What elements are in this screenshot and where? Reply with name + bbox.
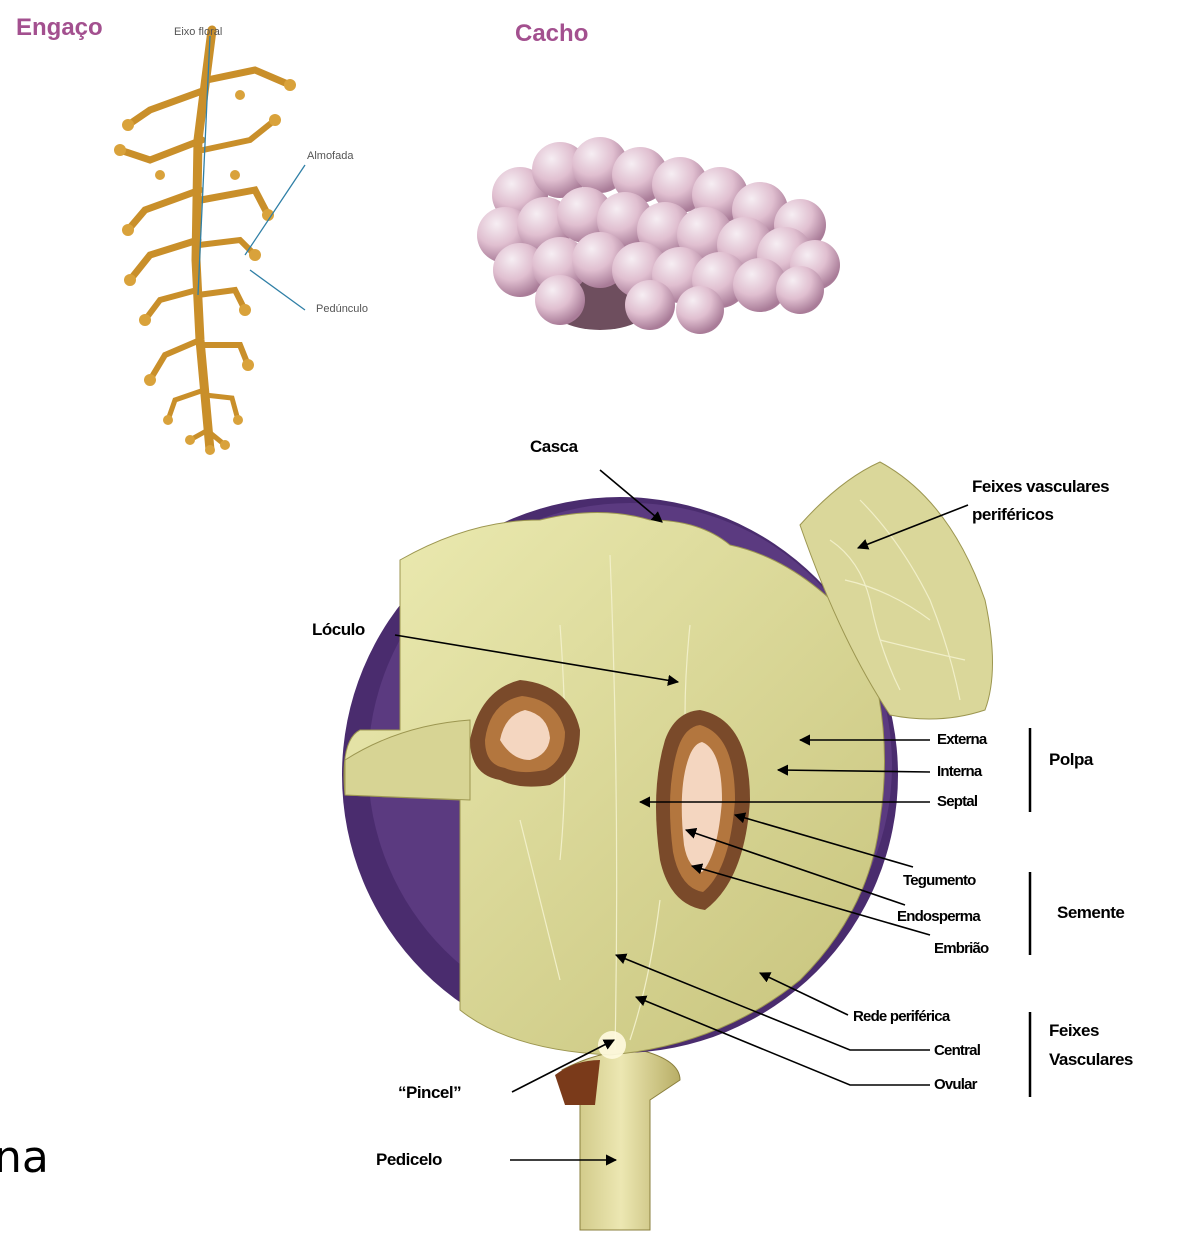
polpa-group-label: Polpa xyxy=(1049,750,1093,770)
feixes-perifericos-label-line1: Feixes vasculares xyxy=(972,477,1109,497)
externa-label: Externa xyxy=(937,731,986,748)
loculo-label: Lóculo xyxy=(312,620,365,640)
pincel-label: “Pincel” xyxy=(398,1083,461,1103)
casca-label: Casca xyxy=(530,437,578,457)
rede-periferica-label: Rede periférica xyxy=(853,1008,949,1025)
pedicelo-label: Pedicelo xyxy=(376,1150,442,1170)
endosperma-label: Endosperma xyxy=(897,908,980,925)
ovular-label: Ovular xyxy=(934,1076,977,1093)
tegumento-label: Tegumento xyxy=(903,872,976,889)
embriao-label: Embrião xyxy=(934,940,988,957)
pedicel xyxy=(555,1050,680,1230)
central-label: Central xyxy=(934,1042,980,1059)
feixes-vasculares-group-label-line2: Vasculares xyxy=(1049,1050,1133,1070)
septal-label: Septal xyxy=(937,793,977,810)
feixes-vasculares-group-label-line1: Feixes xyxy=(1049,1021,1099,1041)
feixes-perifericos-label-line2: periféricos xyxy=(972,505,1053,525)
left-edge-text: na xyxy=(0,1132,49,1183)
interna-label: Interna xyxy=(937,763,981,780)
semente-group-label: Semente xyxy=(1057,903,1124,923)
